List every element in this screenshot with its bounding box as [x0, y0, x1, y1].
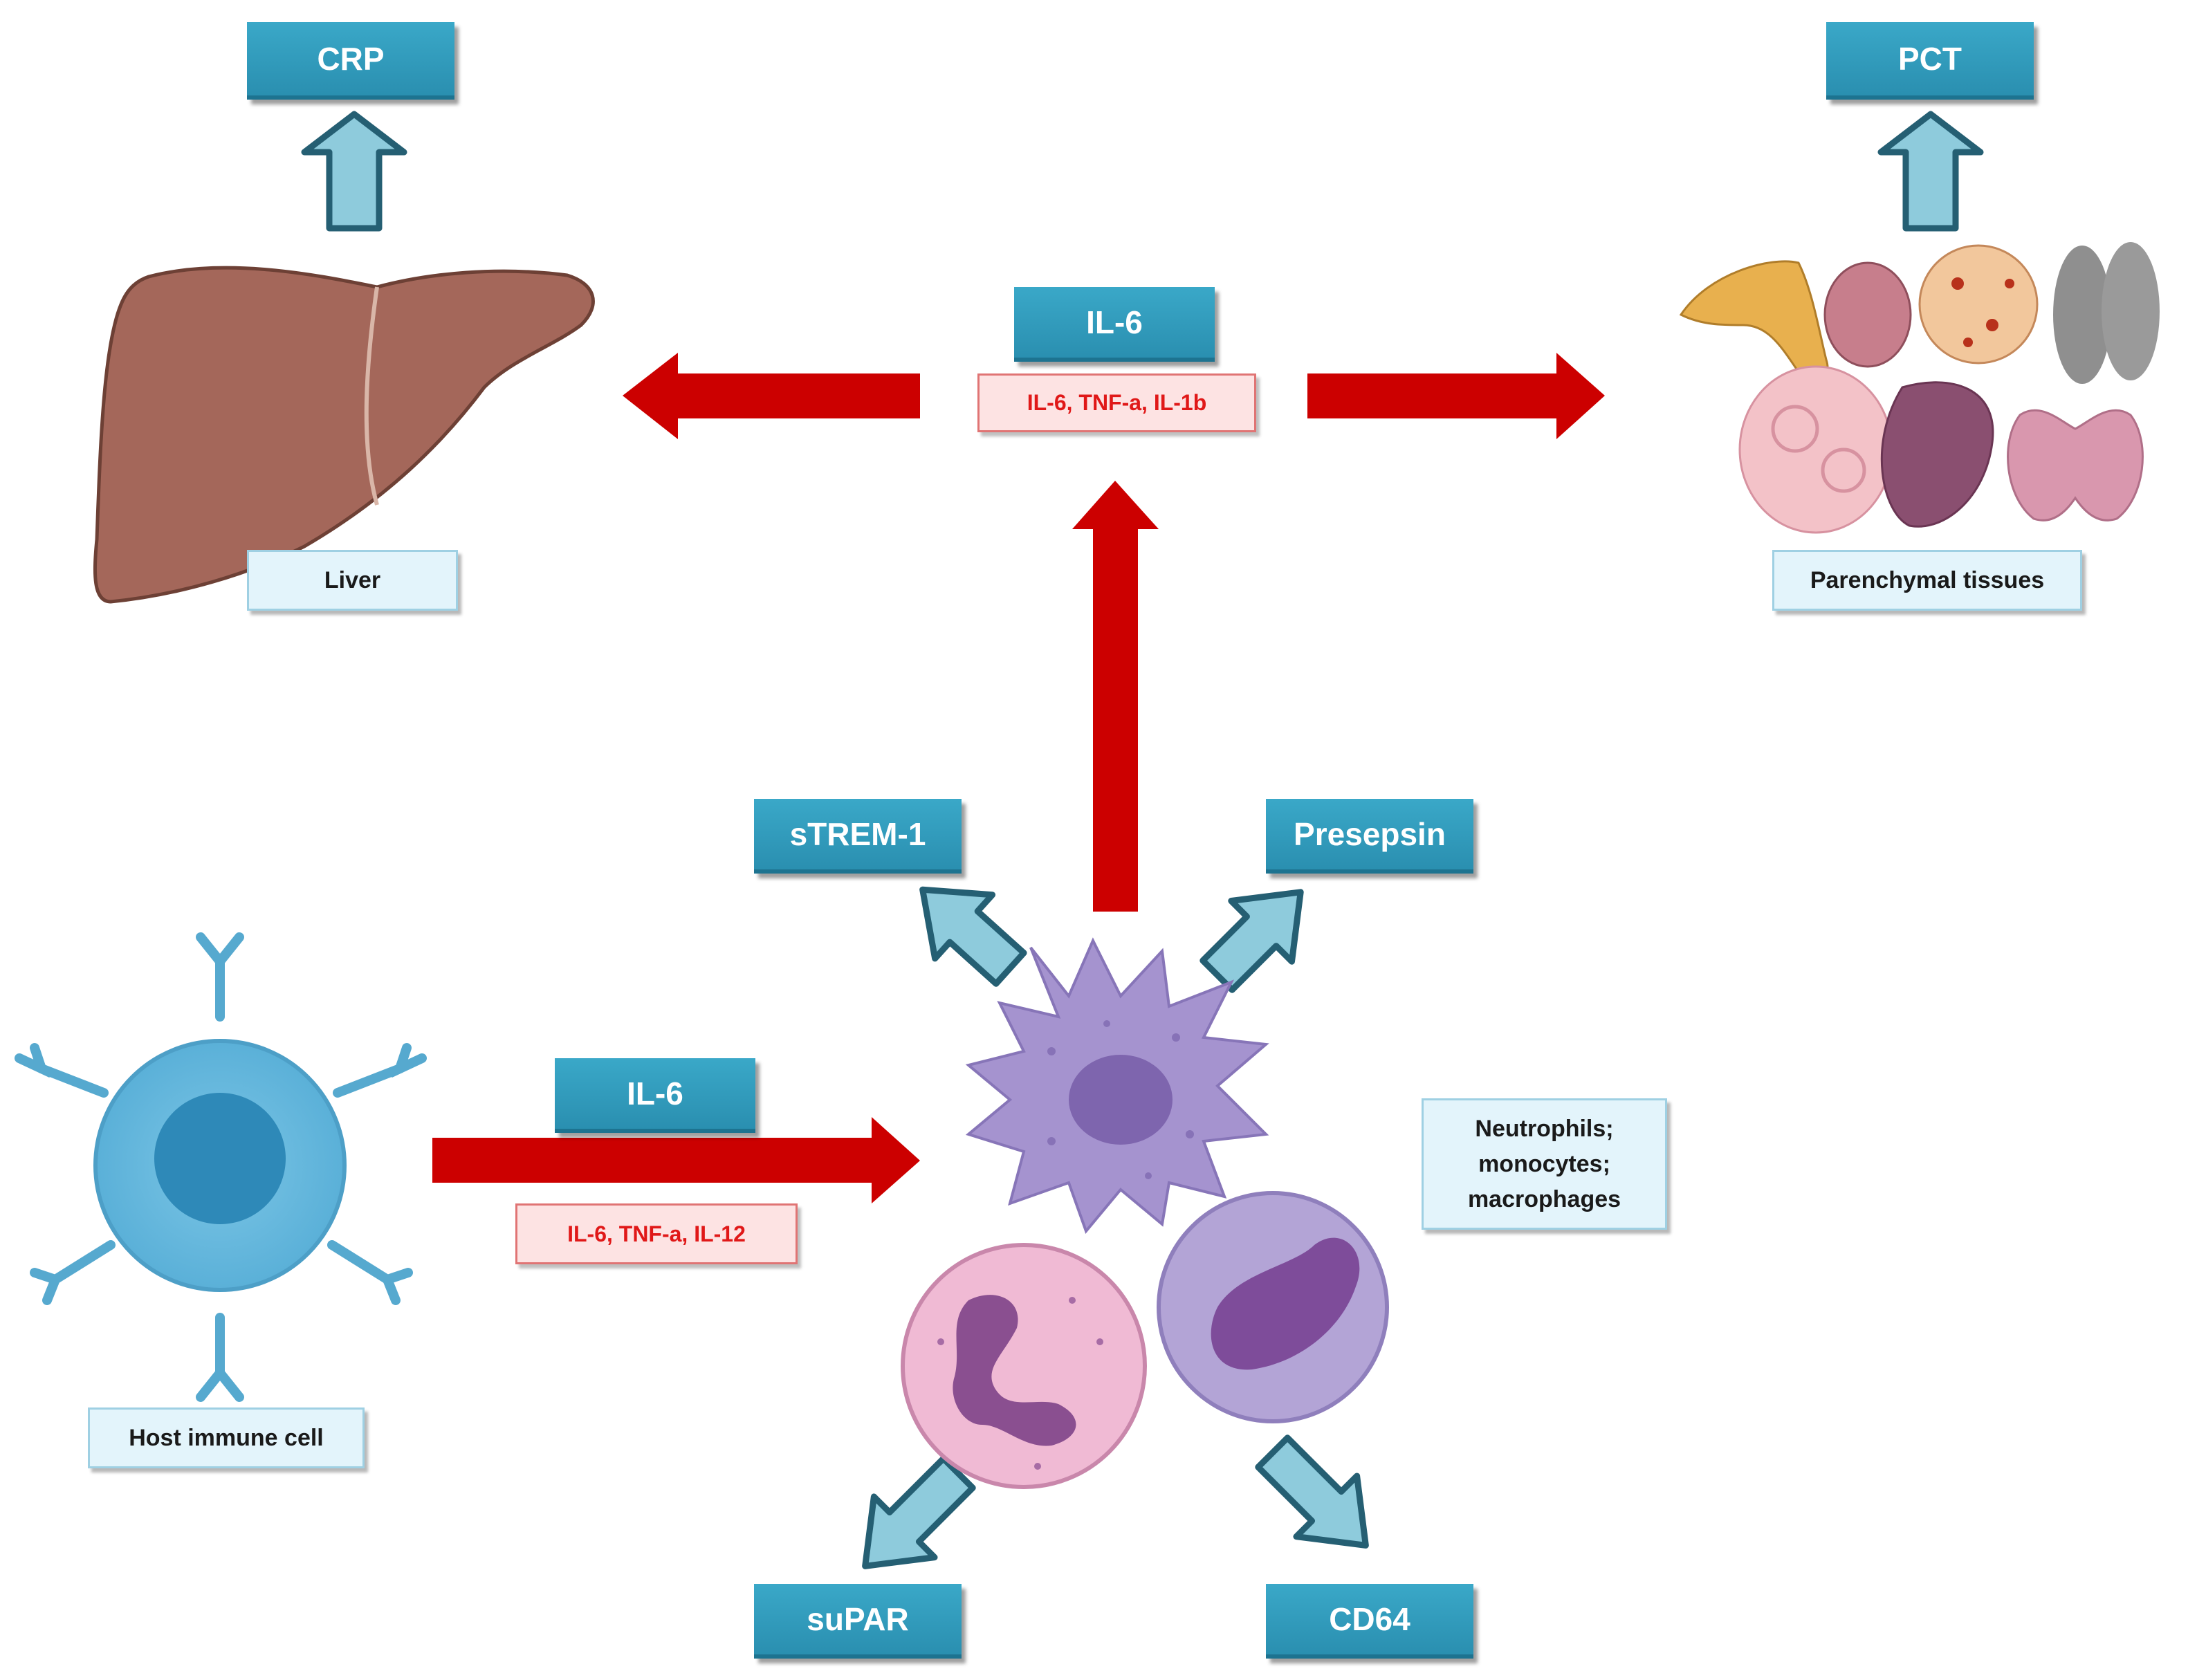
liver-text: Liver	[324, 566, 381, 593]
arrow-tissues-to-pct	[1877, 111, 1984, 232]
il6-center-text: IL-6	[1086, 304, 1143, 340]
arrow-macrophage-to-presepsin	[1199, 889, 1304, 993]
strem1-label: sTREM-1	[754, 799, 962, 874]
neutrophil-icon	[901, 1243, 1147, 1489]
red-arrow-up-center	[1072, 481, 1159, 912]
cell-types-text: Neutrophils; monocytes; macrophages	[1467, 1115, 1621, 1212]
strem1-text: sTREM-1	[789, 816, 926, 852]
red-arrow-to-macrophage	[432, 1117, 920, 1203]
red-arrow-to-tissues	[1307, 353, 1605, 439]
liver-label: Liver	[247, 550, 458, 611]
parenchymal-text: Parenchymal tissues	[1810, 566, 2045, 593]
parenchymal-label: Parenchymal tissues	[1772, 550, 2082, 611]
cytokines-center-label: IL-6, TNF-a, IL-1b	[977, 373, 1256, 432]
pct-text: PCT	[1898, 41, 1962, 77]
arrow-liver-to-crp	[301, 111, 407, 232]
antibody-cell-icon	[15, 932, 427, 1402]
organs-icon	[1679, 242, 2160, 534]
liver-icon	[93, 266, 595, 604]
monocyte-icon	[1157, 1191, 1389, 1423]
macrophage-icon	[965, 937, 1269, 1234]
arrow-macrophage-to-strem1	[919, 886, 1027, 987]
presepsin-text: Presepsin	[1294, 816, 1446, 852]
cytokines-left-text: IL-6, TNF-a, IL-12	[567, 1221, 746, 1246]
supar-text: suPAR	[807, 1601, 909, 1637]
crp-text: CRP	[317, 41, 385, 77]
presepsin-label: Presepsin	[1266, 799, 1473, 874]
il6-left-text: IL-6	[627, 1076, 683, 1111]
red-arrow-to-liver	[623, 353, 920, 439]
supar-label: suPAR	[754, 1584, 962, 1659]
cytokines-center-text: IL-6, TNF-a, IL-1b	[1027, 390, 1207, 415]
crp-label: CRP	[247, 22, 454, 100]
cd64-text: CD64	[1329, 1601, 1410, 1637]
cd64-label: CD64	[1266, 1584, 1473, 1659]
il6-center-label: IL-6	[1014, 287, 1215, 362]
cell-types-label: Neutrophils; monocytes; macrophages	[1422, 1098, 1667, 1230]
arrow-neutrophil-to-supar	[862, 1455, 976, 1569]
host-immune-cell-label: Host immune cell	[88, 1407, 365, 1468]
host-immune-cell-text: Host immune cell	[129, 1424, 324, 1451]
cytokines-left-label: IL-6, TNF-a, IL-12	[515, 1203, 798, 1264]
il6-left-label: IL-6	[555, 1058, 755, 1133]
arrow-monocyte-to-cd64	[1255, 1434, 1369, 1549]
pct-label: PCT	[1826, 22, 2034, 100]
